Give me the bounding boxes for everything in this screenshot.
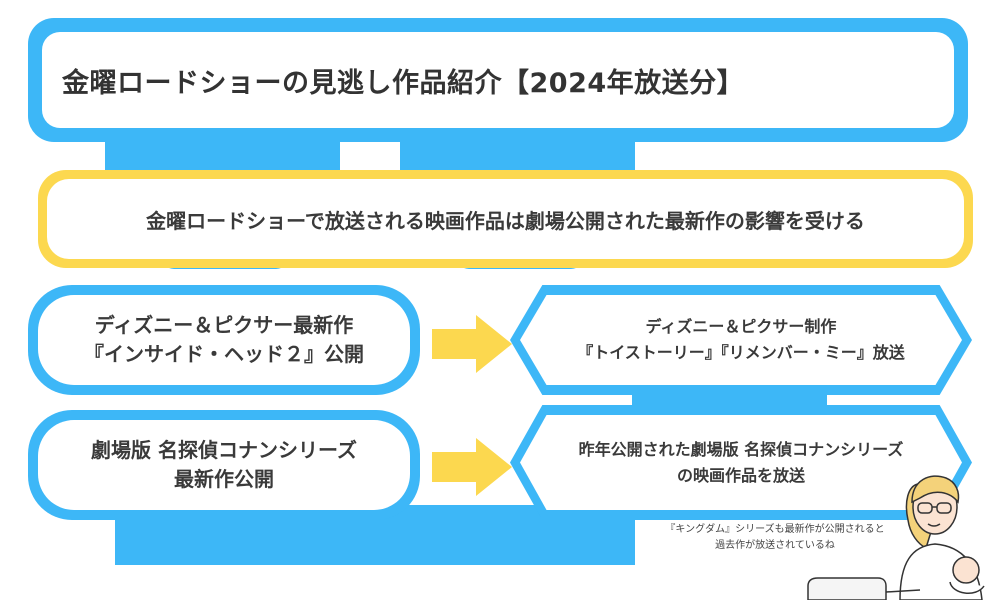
cause-line: 劇場版 名探偵コナンシリーズ: [91, 438, 357, 462]
effect-line: 『トイストーリー』『リメンバー・ミー』放送: [577, 343, 905, 362]
cause-line: ディズニー＆ピクサー最新作: [94, 313, 354, 337]
cause-panel-1: ディズニー＆ピクサー最新作 『インサイド・ヘッド２』公開: [38, 295, 410, 385]
effect-line: 昨年公開された劇場版 名探偵コナンシリーズ: [578, 439, 904, 459]
premise-text: 金曜ロードショーで放送される映画作品は劇場公開された最新作の影響を受ける: [146, 208, 865, 233]
title-banner: 金曜ロードショーの見逃し作品紹介【2024年放送分】: [28, 18, 968, 142]
premise-banner: 金曜ロードショーで放送される映画作品は劇場公開された最新作の影響を受ける: [38, 170, 973, 268]
cause-line: 『インサイド・ヘッド２』公開: [84, 342, 364, 366]
effect-box-1: ディズニー＆ピクサー制作 『トイストーリー』『リメンバー・ミー』放送: [510, 285, 972, 395]
cause-box-1: ディズニー＆ピクサー最新作 『インサイド・ヘッド２』公開: [28, 285, 420, 395]
effect-line: の映画作品を放送: [676, 465, 805, 485]
arrow-right-icon: [432, 315, 512, 373]
arrow-right-icon: [432, 438, 512, 496]
effect-box-2: 昨年公開された劇場版 名探偵コナンシリーズ の映画作品を放送: [510, 405, 972, 520]
cause-panel-2: 劇場版 名探偵コナンシリーズ 最新作公開: [38, 420, 410, 510]
title-panel: 金曜ロードショーの見逃し作品紹介【2024年放送分】: [42, 32, 954, 128]
speech-note: 『キングダム』シリーズも最新作が公開されると 過去作が放送されているね: [640, 522, 910, 554]
premise-panel: 金曜ロードショーで放送される映画作品は劇場公開された最新作の影響を受ける: [47, 179, 964, 259]
note-line: 『キングダム』シリーズも最新作が公開されると: [665, 524, 885, 535]
cause-line: 最新作公開: [174, 467, 274, 491]
note-line: 過去作が放送されているね: [715, 540, 835, 551]
cause-box-2: 劇場版 名探偵コナンシリーズ 最新作公開: [28, 410, 420, 520]
woman-with-baby-illustration: [807, 475, 985, 600]
effect-line: ディズニー＆ピクサー制作: [645, 317, 837, 337]
effect-panel-1: ディズニー＆ピクサー制作 『トイストーリー』『リメンバー・ミー』放送: [520, 295, 962, 385]
page-title: 金曜ロードショーの見逃し作品紹介【2024年放送分】: [62, 67, 745, 99]
effect-panel-2: 昨年公開された劇場版 名探偵コナンシリーズ の映画作品を放送: [520, 415, 962, 510]
